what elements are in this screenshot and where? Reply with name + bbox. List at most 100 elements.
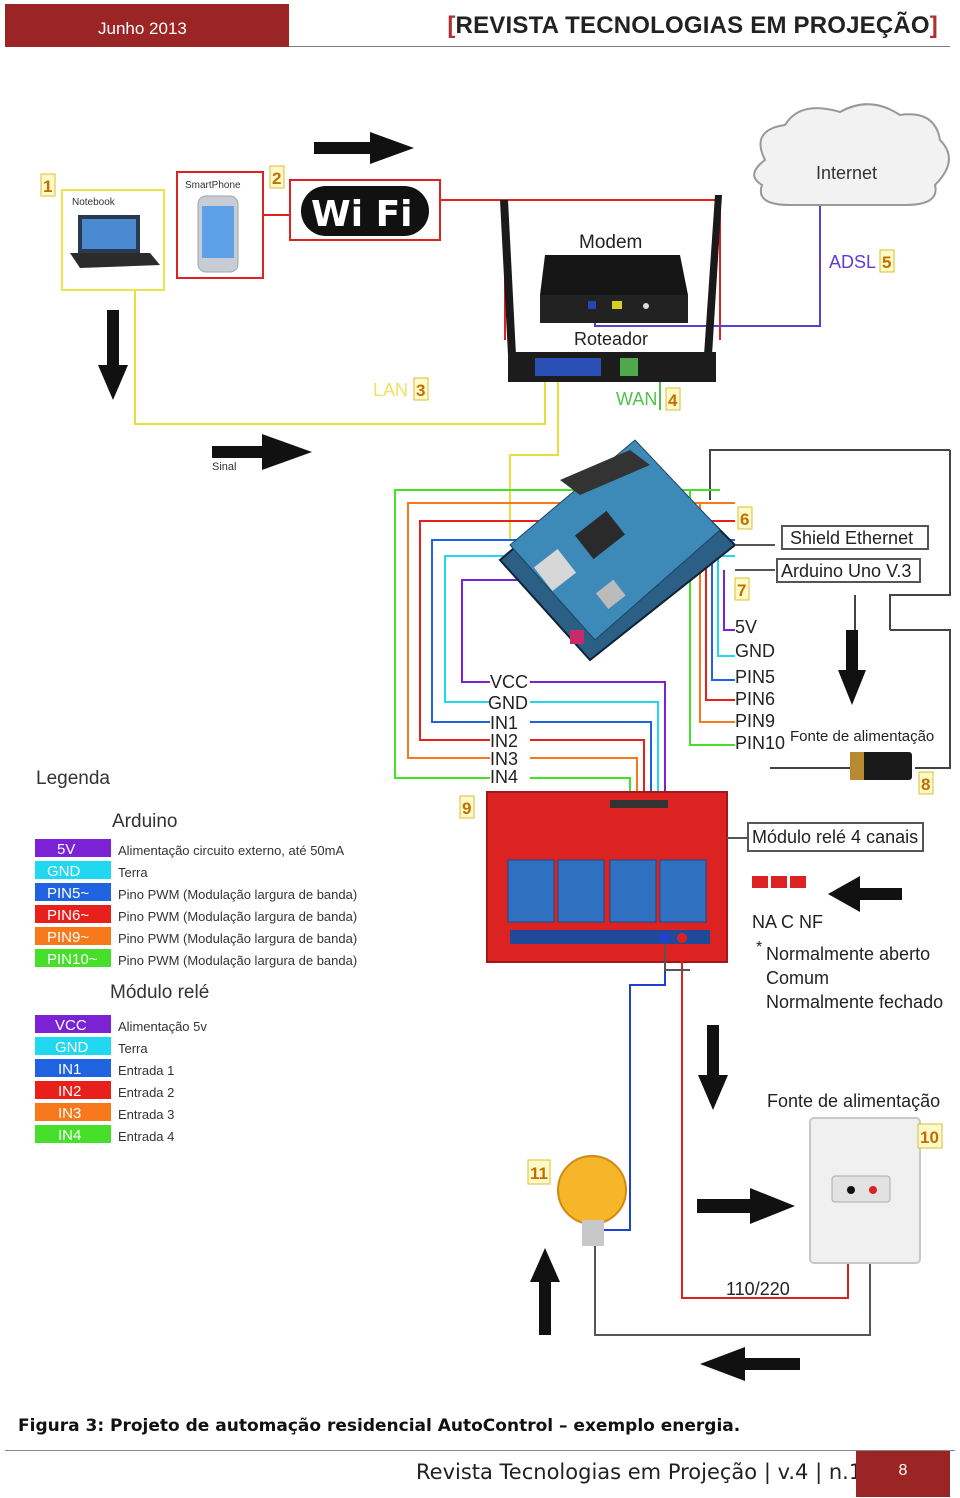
svg-text:11: 11 <box>530 1164 548 1183</box>
legend-item: GND Terra <box>35 861 148 880</box>
arrow-right-icon <box>212 434 312 470</box>
number-tag: 5 <box>879 249 895 273</box>
legend-tag: VCC <box>55 1017 87 1034</box>
legend-tag: GND <box>55 1039 89 1056</box>
legend-tag: IN2 <box>58 1083 81 1100</box>
legend-tag: IN3 <box>58 1105 81 1122</box>
legend-desc: Alimentação 5v <box>118 1019 207 1034</box>
wifi-label: Wi Fi <box>311 194 413 235</box>
pin-label: PIN6 <box>735 689 775 709</box>
legend-item: PIN5~ Pino PWM (Modulação largura de ban… <box>35 883 357 902</box>
pin-label: PIN5 <box>735 667 775 687</box>
header-date: Junho 2013 <box>98 19 187 38</box>
nacnf-terminals <box>752 876 806 888</box>
legend-desc: Entrada 4 <box>118 1129 174 1144</box>
header-rule <box>289 46 950 47</box>
legend-item: IN1 Entrada 1 <box>35 1059 174 1078</box>
nacnf-star: * <box>756 939 762 956</box>
legend-desc: Pino PWM (Modulação largura de banda) <box>118 953 357 968</box>
footer-rule <box>5 1450 955 1451</box>
roteador-label: Roteador <box>574 329 648 349</box>
number-tags: 1 2 3 4 5 6 7 8 9 10 11 <box>40 165 943 1185</box>
number-tag: 4 <box>665 387 681 411</box>
sinal-label: Sinal <box>212 461 236 473</box>
pin-label: IN1 <box>490 713 518 733</box>
lightbulb-icon <box>557 1155 627 1246</box>
legend-arduino-title: Arduino <box>112 811 178 832</box>
number-tag: 10 <box>917 1123 943 1149</box>
arrow-left-icon <box>700 1347 800 1381</box>
legend-desc: Alimentação circuito externo, até 50mA <box>118 843 344 858</box>
svg-text:5: 5 <box>882 253 891 272</box>
shield-ethernet-label: Shield Ethernet <box>781 525 929 550</box>
fonte-bottom-label: Fonte de alimentação <box>767 1091 940 1111</box>
arduino-shield-board <box>498 439 737 662</box>
svg-text:9: 9 <box>462 799 471 818</box>
wall-outlet-icon <box>809 1117 921 1264</box>
nacnf-c: Comum <box>766 968 829 988</box>
notebook-label: Notebook <box>72 197 116 208</box>
legend-item: PIN6~ Pino PWM (Modulação largura de ban… <box>35 905 357 924</box>
pin-label: IN3 <box>490 749 518 769</box>
legend-tag: IN4 <box>58 1127 81 1144</box>
lan-label: LAN <box>373 380 408 400</box>
automation-diagram: Notebook SmartPhone Wi Fi Sinal Internet <box>35 103 951 1381</box>
pin-label: VCC <box>490 672 528 692</box>
legend-item: VCC Alimentação 5v <box>35 1015 207 1034</box>
arrow-icon <box>314 132 414 164</box>
legend-tag: 5V <box>57 841 75 858</box>
legend-item: IN2 Entrada 2 <box>35 1081 174 1100</box>
adsl-label: ADSL <box>829 252 876 272</box>
modem-label: Modem <box>579 232 642 253</box>
header-band <box>5 4 289 47</box>
modem-router-device: Modem Roteador <box>500 195 722 382</box>
number-tag: 3 <box>413 377 429 401</box>
pin-label: IN2 <box>490 731 518 751</box>
number-tag: 1 <box>40 173 56 197</box>
legend-desc: Entrada 3 <box>118 1107 174 1122</box>
pin-label: GND <box>735 641 775 661</box>
pin-label: PIN9 <box>735 711 775 731</box>
internet-label: Internet <box>816 163 877 183</box>
number-tag: 2 <box>269 165 285 189</box>
legend-tag: PIN9~ <box>47 929 89 946</box>
svg-text:2: 2 <box>272 169 281 188</box>
svg-text:6: 6 <box>740 510 749 529</box>
smartphone-device: SmartPhone <box>176 171 264 279</box>
arrow-down-icon <box>698 1025 728 1110</box>
smartphone-label: SmartPhone <box>185 180 241 191</box>
internet-cloud-icon: Internet <box>753 103 950 206</box>
pin-label: PIN10 <box>735 733 785 753</box>
footer-journal: Revista Tecnologias em Projeção | v.4 | … <box>416 1460 863 1484</box>
legend-desc: Terra <box>118 865 148 880</box>
wifi-logo: Wi Fi <box>289 179 441 241</box>
fonte-top-label: Fonte de alimentação <box>790 728 934 745</box>
legend-desc: Entrada 1 <box>118 1063 174 1078</box>
figure-caption: Figura 3: Projeto de automação residenci… <box>18 1416 741 1436</box>
relay-pin-labels: VCC GND IN1 IN2 IN3 IN4 <box>488 672 528 787</box>
number-tag: 6 <box>737 506 753 530</box>
bracket-close: ] <box>929 12 938 39</box>
legend-tag: GND <box>47 863 81 880</box>
number-tag: 9 <box>459 795 475 819</box>
legend-desc: Entrada 2 <box>118 1085 174 1100</box>
legend-item: 5V Alimentação circuito externo, até 50m… <box>35 839 344 858</box>
pin-label: IN4 <box>490 767 518 787</box>
legend-desc: Pino PWM (Modulação largura de banda) <box>118 931 357 946</box>
legend-tag: PIN5~ <box>47 885 89 902</box>
svg-text:Shield Ethernet: Shield Ethernet <box>790 528 913 548</box>
relay-module-board <box>486 791 728 963</box>
legend-item: PIN10~ Pino PWM (Modulação largura de ba… <box>35 949 357 968</box>
arrow-down-icon <box>98 310 128 400</box>
journal-title-text: REVISTA TECNOLOGIAS EM PROJEÇÃO <box>455 12 930 39</box>
legend-item: GND Terra <box>35 1037 148 1056</box>
nacnf-nf: Normalmente fechado <box>766 992 943 1012</box>
legend-desc: Pino PWM (Modulação largura de banda) <box>118 887 357 902</box>
voltage-label: 110/220 <box>726 1279 790 1299</box>
battery-icon <box>850 752 912 780</box>
legend-item: PIN9~ Pino PWM (Modulação largura de ban… <box>35 927 357 946</box>
number-tag: 11 <box>527 1159 551 1185</box>
legend-rele-title: Módulo relé <box>110 982 209 1003</box>
bracket-open: [ <box>447 12 456 39</box>
svg-text:3: 3 <box>416 381 425 400</box>
